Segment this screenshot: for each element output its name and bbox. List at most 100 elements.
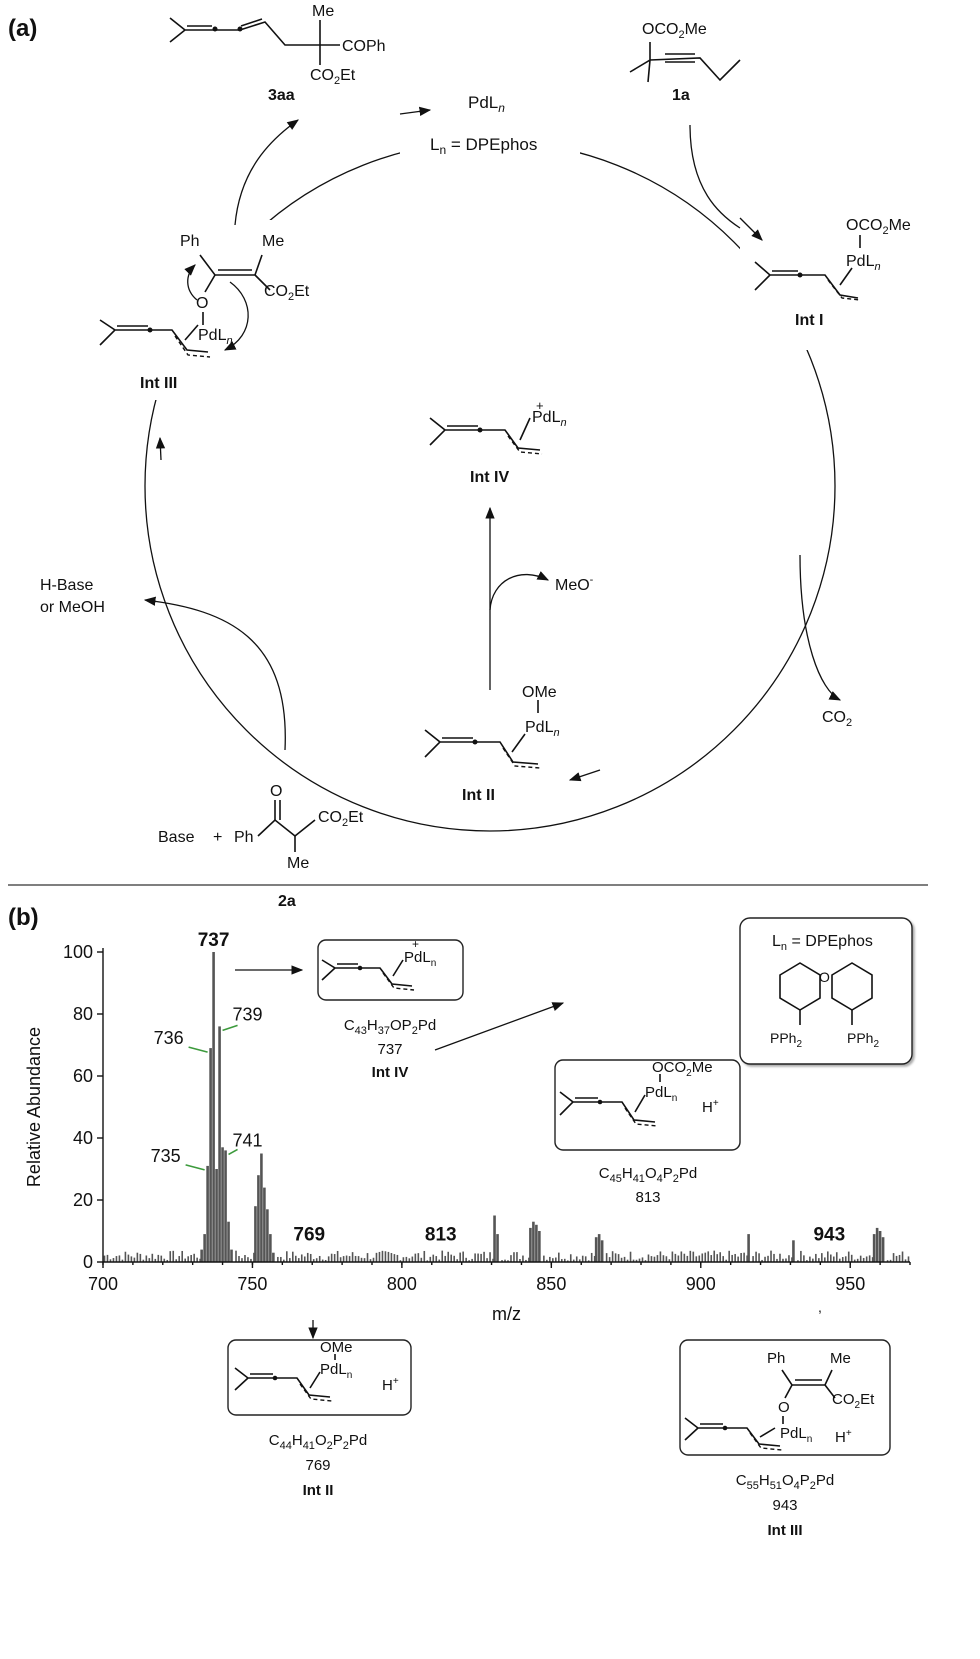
noise-bar bbox=[309, 1253, 312, 1262]
svg-text:PPh2: PPh2 bbox=[770, 1030, 802, 1050]
noise-bar bbox=[283, 1259, 285, 1262]
noise-bar bbox=[862, 1257, 865, 1262]
noise-bar bbox=[118, 1255, 121, 1262]
arrow-813-callout bbox=[434, 1002, 565, 1051]
label-int4: Int IV bbox=[470, 469, 509, 486]
noise-bar bbox=[378, 1251, 381, 1262]
noise-bar bbox=[743, 1252, 745, 1262]
noise-bar bbox=[438, 1259, 441, 1262]
gap-bottom bbox=[395, 690, 575, 810]
noise-bar bbox=[393, 1254, 396, 1262]
noise-bar bbox=[489, 1252, 491, 1262]
peak-bar-843 bbox=[529, 1227, 532, 1262]
svg-text:H+: H+ bbox=[702, 1098, 719, 1116]
noise-bar bbox=[166, 1259, 169, 1262]
noise-bar bbox=[892, 1253, 895, 1262]
noise-bar bbox=[761, 1259, 763, 1262]
peak-bar-754 bbox=[263, 1187, 266, 1262]
noise-bar bbox=[695, 1256, 698, 1262]
noise-bar bbox=[109, 1259, 112, 1262]
peak-bar-961 bbox=[881, 1237, 885, 1262]
noise-bar bbox=[587, 1260, 590, 1262]
noise-bar bbox=[420, 1257, 423, 1262]
noise-bar bbox=[797, 1260, 799, 1262]
ion-box-737: + PdLn C43H37OP2Pd 737 Int IV bbox=[317, 937, 464, 1081]
svg-text:CO2Et: CO2Et bbox=[310, 67, 356, 87]
peak-bar-751 bbox=[254, 1206, 257, 1262]
ion-name-769: Int II bbox=[303, 1482, 334, 1499]
noise-bar bbox=[659, 1251, 662, 1262]
noise-bar bbox=[623, 1256, 626, 1262]
peak-bar-866 bbox=[597, 1234, 601, 1262]
svg-text:Me: Me bbox=[830, 1350, 851, 1367]
noise-bar bbox=[450, 1254, 453, 1262]
svg-text:OCO2Me: OCO2Me bbox=[846, 217, 911, 237]
noise-bar bbox=[336, 1250, 339, 1262]
noise-bar bbox=[901, 1251, 904, 1262]
noise-bar bbox=[172, 1250, 175, 1262]
ion-formula-943: C55H51O4P2Pd bbox=[736, 1472, 834, 1492]
svg-text:PdLn: PdLn bbox=[846, 253, 881, 273]
noise-bar bbox=[560, 1259, 563, 1262]
noise-bar bbox=[291, 1251, 294, 1262]
noise-bar bbox=[656, 1255, 659, 1262]
noise-bar bbox=[441, 1250, 444, 1262]
peak-bar-736 bbox=[209, 1048, 212, 1262]
arrow-hbase-out bbox=[143, 596, 286, 751]
noise-bar bbox=[187, 1256, 189, 1262]
noise-bar bbox=[312, 1259, 315, 1262]
noise-bar bbox=[244, 1255, 246, 1262]
noise-bar bbox=[785, 1258, 787, 1262]
noise-bar bbox=[277, 1256, 279, 1262]
noise-bar bbox=[578, 1259, 581, 1262]
noise-bar bbox=[315, 1258, 318, 1262]
noise-bar bbox=[432, 1254, 435, 1262]
noise-bar bbox=[767, 1255, 769, 1262]
noise-bar bbox=[638, 1258, 641, 1262]
noise-bar bbox=[713, 1250, 716, 1262]
ion-box-943: Ph Me CO2Et O PdLn H+ C55H51O4P2Pd 943 I… bbox=[679, 1339, 891, 1539]
noise-bar bbox=[812, 1258, 814, 1262]
noise-bar bbox=[740, 1253, 742, 1262]
noise-bar bbox=[405, 1256, 408, 1262]
noise-bar bbox=[289, 1258, 291, 1262]
ion-formula-769: C44H41O2P2Pd bbox=[269, 1432, 367, 1452]
y-tick-label: 40 bbox=[73, 1128, 93, 1148]
noise-bar bbox=[483, 1251, 485, 1262]
noise-bar bbox=[348, 1256, 351, 1262]
noise-bar bbox=[546, 1259, 548, 1262]
noise-bar bbox=[501, 1260, 503, 1262]
noise-bar bbox=[250, 1258, 252, 1262]
noise-bar bbox=[800, 1250, 802, 1262]
svg-text:OMe: OMe bbox=[522, 684, 557, 701]
noise-bar bbox=[465, 1257, 467, 1262]
noise-bar bbox=[704, 1252, 707, 1262]
peak-label-813: 813 bbox=[425, 1225, 457, 1246]
svg-text:CO2Et: CO2Et bbox=[318, 809, 364, 829]
x-tick-label: 950 bbox=[835, 1274, 865, 1294]
noise-bar bbox=[841, 1257, 844, 1262]
noise-bar bbox=[752, 1256, 754, 1262]
svg-text:PdLn: PdLn bbox=[645, 1084, 677, 1104]
noise-bar bbox=[154, 1258, 157, 1262]
peak-bar-959 bbox=[875, 1227, 879, 1262]
noise-bar bbox=[133, 1257, 136, 1262]
peak-bar-733 bbox=[200, 1249, 203, 1262]
arrow-co2-out bbox=[799, 554, 842, 701]
noise-bar bbox=[459, 1252, 461, 1262]
structure-int4: + PdLn Int IV bbox=[429, 398, 567, 486]
catalyst-label: PdLn bbox=[468, 93, 505, 115]
svg-text:Ln = DPEphos: Ln = DPEphos bbox=[772, 933, 873, 953]
noise-bar bbox=[345, 1255, 348, 1262]
noise-bar bbox=[653, 1256, 656, 1262]
noise-bar bbox=[779, 1253, 781, 1262]
peak-label-735: 735 bbox=[151, 1146, 181, 1166]
noise-bar bbox=[719, 1252, 722, 1262]
noise-bar bbox=[426, 1260, 429, 1262]
noise-bar bbox=[516, 1252, 518, 1262]
noise-bar bbox=[650, 1256, 653, 1262]
svg-text:O: O bbox=[270, 783, 282, 800]
noise-bar bbox=[689, 1250, 692, 1262]
noise-bar bbox=[169, 1251, 172, 1262]
